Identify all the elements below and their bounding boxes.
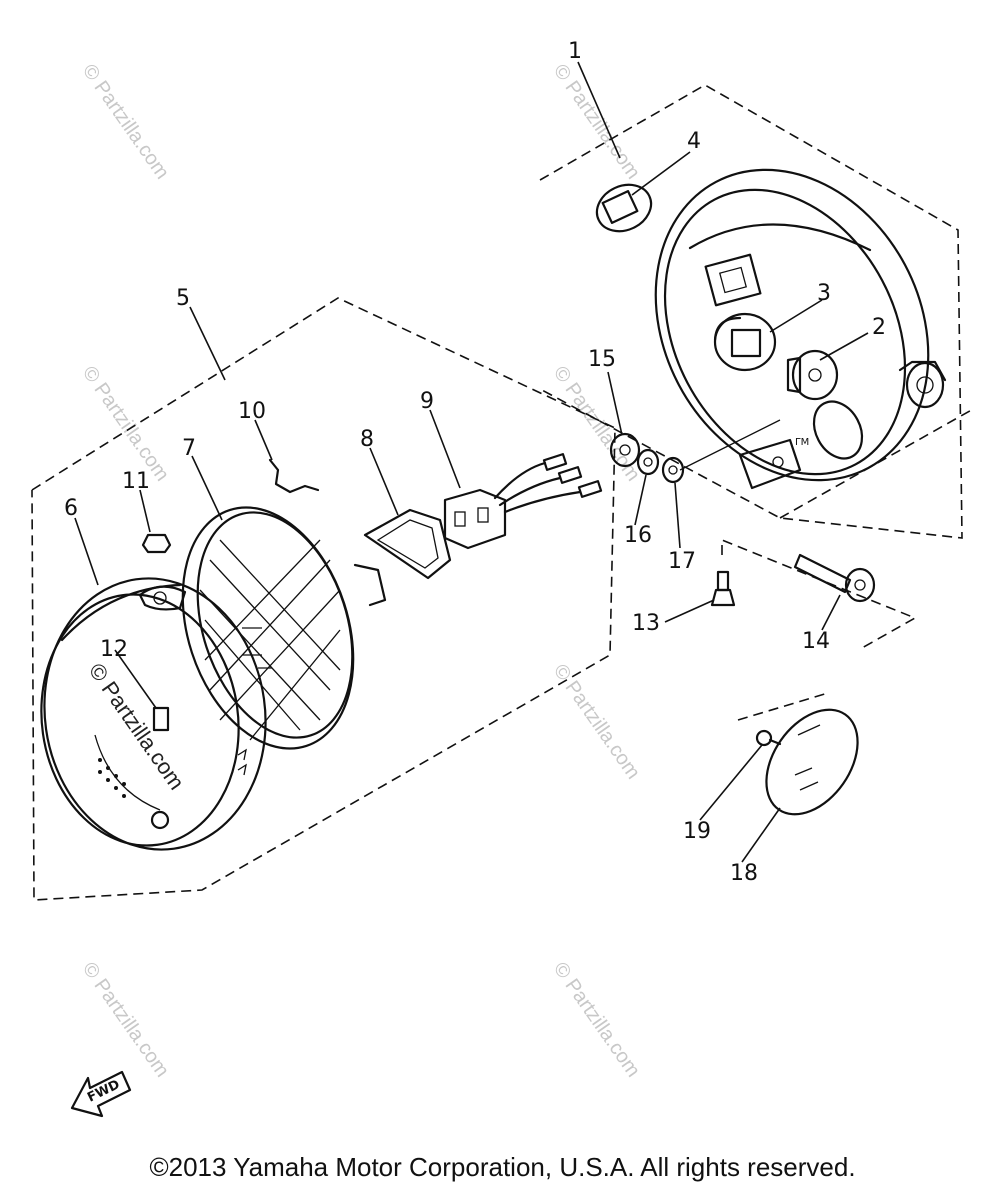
group-boundary-1 bbox=[539, 84, 963, 539]
spring-part-10 bbox=[268, 458, 320, 494]
watermark-7: © Partzilla.com bbox=[549, 958, 644, 1081]
bolt-part-14 bbox=[793, 553, 876, 603]
bolt-part-13 bbox=[710, 570, 736, 607]
watermarks: © Partzilla.com © Partzilla.com © Partzi… bbox=[78, 60, 644, 1081]
forward-arrow-icon: FWD bbox=[70, 1070, 132, 1118]
boundary-18-19 bbox=[737, 692, 829, 721]
callout-11: 11 bbox=[122, 469, 150, 494]
sealed-beam-part-7 bbox=[181, 506, 387, 750]
callout-15: 15 bbox=[588, 347, 616, 372]
grommet-part-3 bbox=[713, 312, 777, 372]
side-mount bbox=[898, 360, 947, 409]
callout-12: 12 bbox=[100, 637, 128, 662]
nut-part-11 bbox=[141, 533, 172, 554]
callout-5: 5 bbox=[176, 286, 190, 311]
boundary-bolt-to-case bbox=[779, 407, 976, 519]
headlight-case: ΓΜ bbox=[654, 168, 930, 490]
nut-part-15 bbox=[609, 432, 641, 468]
washer-part-16 bbox=[636, 448, 660, 476]
group-boundary-5 bbox=[31, 297, 616, 901]
watermark-6: © Partzilla.com bbox=[78, 958, 173, 1081]
callout-9: 9 bbox=[420, 389, 434, 414]
socket-part-9 bbox=[443, 453, 603, 550]
svg-text:ΓΜ: ΓΜ bbox=[795, 437, 809, 448]
boot-part-8 bbox=[363, 508, 452, 580]
watermark-4: © Partzilla.com bbox=[549, 362, 644, 485]
callout-16: 16 bbox=[624, 523, 652, 548]
rim-vent-dots bbox=[98, 758, 126, 798]
watermark-2: © Partzilla.com bbox=[549, 60, 644, 183]
clip-part-12 bbox=[152, 706, 170, 732]
callout-8: 8 bbox=[360, 427, 374, 452]
leader-lines bbox=[74, 61, 869, 863]
callout-4: 4 bbox=[687, 129, 701, 154]
copyright-notice: ©2013 Yamaha Motor Corporation, U.S.A. A… bbox=[149, 1152, 856, 1182]
reflector-part-18 bbox=[765, 708, 859, 816]
callout-1: 1 bbox=[568, 39, 582, 64]
watermark-5: © Partzilla.com bbox=[549, 660, 644, 783]
callout-14: 14 bbox=[802, 629, 830, 654]
callout-13: 13 bbox=[632, 611, 660, 636]
watermark-1: © Partzilla.com bbox=[78, 60, 173, 183]
callout-18: 18 bbox=[730, 861, 758, 886]
grommet-part-4 bbox=[595, 183, 653, 233]
callout-6: 6 bbox=[64, 496, 78, 521]
callout-7: 7 bbox=[182, 436, 196, 461]
watermark-3: © Partzilla.com bbox=[78, 362, 173, 485]
washer-part-17 bbox=[661, 456, 685, 484]
callout-19: 19 bbox=[683, 819, 711, 844]
mount-axis bbox=[679, 419, 781, 471]
callout-3: 3 bbox=[817, 281, 831, 306]
screw-part-19 bbox=[755, 729, 782, 747]
callout-17: 17 bbox=[668, 549, 696, 574]
callouts: 1 2 3 4 5 6 7 8 9 10 11 12 13 14 15 16 1… bbox=[64, 39, 886, 886]
callout-10: 10 bbox=[238, 399, 266, 424]
bushing-part-2 bbox=[786, 349, 839, 401]
callout-2: 2 bbox=[872, 315, 886, 340]
headlight-rim-part-6 bbox=[40, 577, 267, 851]
